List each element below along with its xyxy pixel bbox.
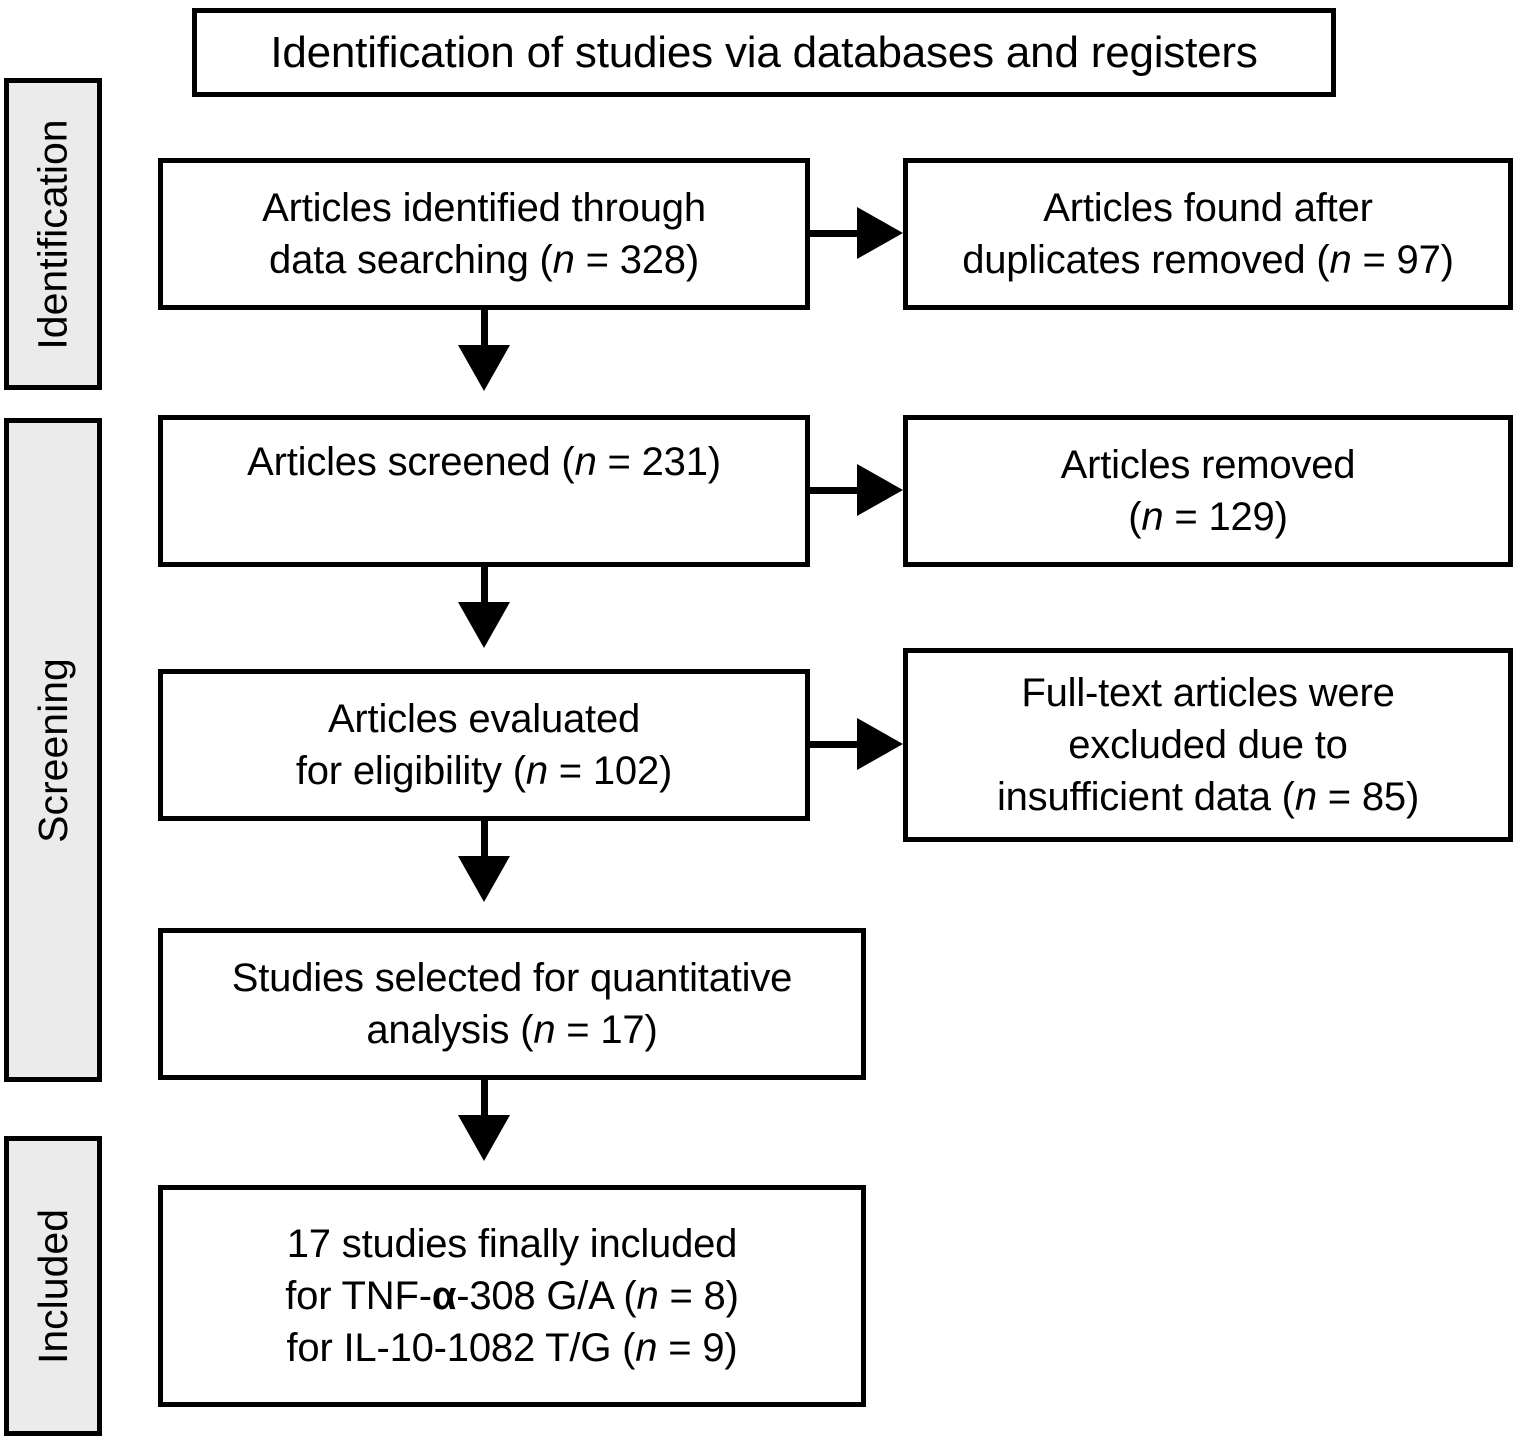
- box-studies-selected: Studies selected for quantitative analysi…: [158, 928, 866, 1080]
- line-2-suffix: = 97): [1351, 238, 1454, 282]
- arrowhead-identified-to-duplicates: [857, 207, 903, 259]
- stage-rail-included: Included: [4, 1136, 102, 1436]
- box-duplicates-removed: Articles found after duplicates removed (…: [903, 158, 1513, 310]
- box-articles-removed: Articles removed (n = 129): [903, 415, 1513, 567]
- box-articles-evaluated: Articles evaluated for eligibility (n = 1…: [158, 669, 810, 821]
- line-1: Articles evaluated: [327, 697, 641, 741]
- line-2-suffix: = 328): [574, 238, 700, 282]
- arrowhead-screened-to-evaluated: [458, 602, 510, 648]
- line-2-suffix: = 17): [555, 1008, 658, 1052]
- line-1: Full-text articles were: [1021, 671, 1395, 715]
- line-2-alpha: α: [431, 1274, 457, 1318]
- line-3-suffix: = 85): [1316, 775, 1420, 819]
- arrowhead-evaluated-to-selected: [458, 856, 510, 902]
- line-2-n: n: [1329, 238, 1352, 282]
- arrowhead-selected-to-final: [458, 1115, 510, 1161]
- line-1: Studies selected for quantitative: [231, 956, 793, 1000]
- box-articles-identified-text: Articles identified through data searchin…: [163, 182, 805, 286]
- box-articles-identified: Articles identified through data searchin…: [158, 158, 810, 310]
- line-1-n: n: [574, 440, 597, 484]
- line-3-n: n: [1294, 775, 1317, 819]
- line-3-suffix: = 9): [657, 1326, 738, 1370]
- line-3-n: n: [635, 1326, 658, 1370]
- line-2-n: n: [552, 238, 575, 282]
- box-articles-evaluated-text: Articles evaluated for eligibility (n = 1…: [163, 693, 805, 797]
- line-2-n: n: [525, 749, 548, 793]
- line-1: Articles removed: [1060, 443, 1356, 487]
- stage-label-included: Included: [29, 1208, 76, 1364]
- stage-label-identification: Identification: [29, 118, 76, 350]
- connector-identified-to-duplicates: [810, 230, 880, 237]
- line-3-prefix: insufficient data (: [996, 775, 1295, 819]
- line-2-mid: -308 G/A (: [456, 1274, 637, 1318]
- box-duplicates-removed-text: Articles found after duplicates removed (…: [908, 182, 1508, 286]
- line-2-prefix: data searching (: [269, 238, 553, 282]
- stage-rail-screening: Screening: [4, 418, 102, 1082]
- box-fulltext-excluded: Full-text articles were excluded due to in…: [903, 648, 1513, 842]
- line-2-prefix: for TNF-: [285, 1274, 432, 1318]
- line-1-prefix: Articles screened (: [247, 440, 575, 484]
- box-final-included-text: 17 studies finally included for TNF-α-308…: [163, 1218, 861, 1374]
- arrowhead-identified-to-screened: [458, 345, 510, 391]
- box-fulltext-excluded-text: Full-text articles were excluded due to in…: [908, 667, 1508, 823]
- box-studies-selected-text: Studies selected for quantitative analysi…: [163, 952, 861, 1056]
- connector-evaluated-to-excluded: [810, 741, 880, 748]
- line-2-prefix: duplicates removed (: [962, 238, 1330, 282]
- box-articles-removed-text: Articles removed (n = 129): [908, 439, 1508, 543]
- line-3-prefix: for IL-10-1082 T/G (: [286, 1326, 636, 1370]
- stage-label-screening: Screening: [29, 657, 76, 843]
- stage-rail-identification: Identification: [4, 78, 102, 390]
- line-1: Articles found after: [1043, 186, 1373, 230]
- line-2-n: n: [636, 1274, 659, 1318]
- arrowhead-evaluated-to-excluded: [857, 718, 903, 770]
- line-1: 17 studies finally included: [286, 1222, 738, 1266]
- line-2-suffix: = 102): [547, 749, 673, 793]
- line-2: excluded due to: [1068, 723, 1348, 767]
- line-2-prefix: (: [1128, 495, 1142, 539]
- connector-screened-to-removed: [810, 487, 880, 494]
- box-final-included: 17 studies finally included for TNF-α-308…: [158, 1185, 866, 1407]
- line-2-n: n: [1141, 495, 1164, 539]
- line-2-prefix: for eligibility (: [295, 749, 526, 793]
- box-articles-screened: Articles screened (n = 231): [158, 415, 810, 567]
- line-2-suffix: = 8): [658, 1274, 739, 1318]
- line-2-n: n: [533, 1008, 556, 1052]
- box-articles-screened-text: Articles screened (n = 231): [163, 420, 805, 488]
- diagram-title: Identification of studies via databases …: [270, 27, 1258, 77]
- line-2-suffix: = 129): [1163, 495, 1288, 539]
- diagram-title-box: Identification of studies via databases …: [192, 8, 1336, 97]
- line-1: Articles identified through: [262, 186, 706, 230]
- line-1-suffix: = 231): [596, 440, 722, 484]
- arrowhead-screened-to-removed: [857, 464, 903, 516]
- line-2-prefix: analysis (: [366, 1008, 534, 1052]
